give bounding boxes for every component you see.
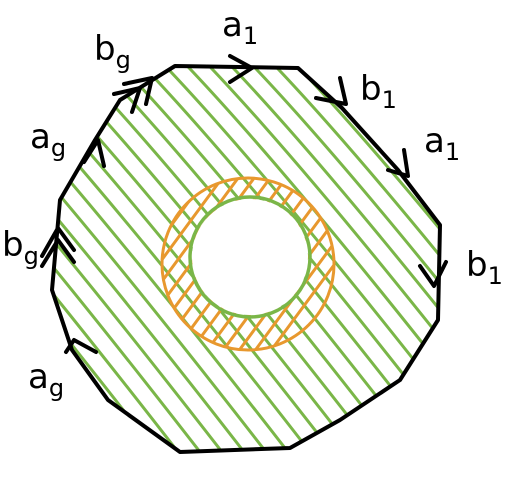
green-hatch-stroke xyxy=(52,66,304,452)
green-hatch-stroke xyxy=(182,66,440,452)
arrow-bg-left2-icon xyxy=(40,226,76,258)
arrow-b1-right-icon xyxy=(418,260,448,288)
svg-text:b1: b1 xyxy=(360,69,397,114)
svg-text:ag: ag xyxy=(28,357,64,402)
arrow-bg-top2-icon xyxy=(122,76,154,106)
green-hatch-stroke xyxy=(52,66,260,452)
orange-hatch-stroke xyxy=(162,178,230,350)
edge-label-ag-upper-left: ag xyxy=(30,117,66,162)
orange-hatch-stroke xyxy=(262,178,334,350)
green-hatch-stroke xyxy=(226,66,440,452)
inner-circle xyxy=(188,195,312,319)
edge-label-ag-bottom-left: ag xyxy=(28,357,64,402)
edge-label-bg-top: bg xyxy=(94,29,131,74)
green-hatch-stroke xyxy=(52,66,282,452)
svg-text:b1: b1 xyxy=(466,245,503,290)
edge-label-b1-upper-right: b1 xyxy=(360,69,397,114)
annulus-boundary xyxy=(160,176,336,352)
edge-label-bg-left: bg xyxy=(2,225,39,270)
arrow-b1-icon xyxy=(314,76,348,106)
green-hatch-stroke xyxy=(402,66,440,452)
green-hatch-stroke xyxy=(52,66,172,452)
arrow-ag-left-icon xyxy=(82,138,106,168)
arrow-a1-top-icon xyxy=(228,54,254,84)
svg-text:bg: bg xyxy=(94,29,131,74)
green-hatch-stroke xyxy=(52,66,326,452)
green-hatch-stroke xyxy=(52,66,370,452)
edge-arrows xyxy=(40,54,448,354)
svg-text:ag: ag xyxy=(30,117,66,162)
green-hatch-stroke xyxy=(204,66,440,452)
green-hatch-stroke xyxy=(514,40,518,470)
polygon-outline xyxy=(50,64,442,454)
arrow-ag-bottom-icon xyxy=(64,338,98,354)
arrow-bg-top-icon xyxy=(112,86,142,114)
edge-label-a1-top: a1 xyxy=(222,5,258,50)
edge-label-b1-right: b1 xyxy=(466,245,503,290)
green-hatch-stroke xyxy=(52,66,194,452)
inner-disc-fill xyxy=(192,199,308,315)
svg-text:a1: a1 xyxy=(424,121,460,166)
edge-label-a1-right: a1 xyxy=(424,121,460,166)
green-hatch-stroke xyxy=(52,66,348,452)
green-hatch-stroke xyxy=(492,40,518,470)
arrow-a1-right-icon xyxy=(386,148,410,178)
green-hatch-stroke xyxy=(52,66,238,452)
orange-hatch-stroke xyxy=(162,178,246,350)
arrow-bg-left-icon xyxy=(40,238,76,268)
green-hatch-stroke xyxy=(52,66,216,452)
green-hatch-stroke xyxy=(248,66,440,452)
svg-text:bg: bg xyxy=(2,225,39,270)
green-hatch-stroke xyxy=(380,66,440,452)
orange-hatch-stroke xyxy=(0,170,116,360)
orange-hatch-stroke xyxy=(246,178,334,350)
svg-text:a1: a1 xyxy=(222,5,258,50)
